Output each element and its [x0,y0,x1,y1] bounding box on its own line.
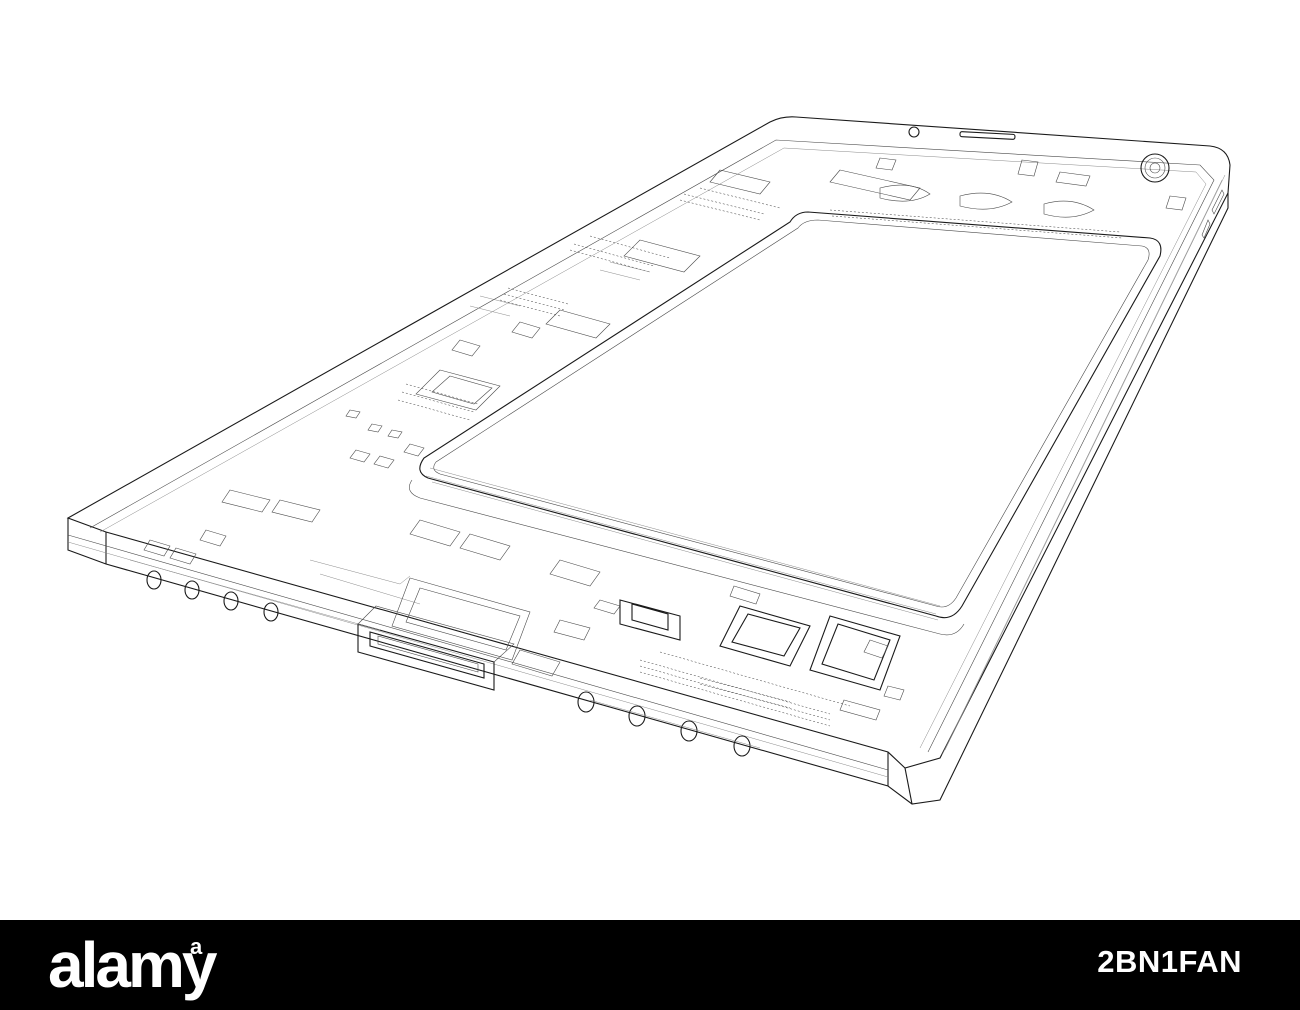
logo-text: alamy [48,929,217,1001]
smartphone-wireframe-drawing [66,116,1231,805]
stock-image-id: 2BN1FAN [1097,944,1242,979]
circuit-board-components [345,157,1187,469]
speaker-grille-left [146,570,279,622]
earpiece-speaker [959,131,1016,140]
front-camera [908,126,920,138]
logo-mark-icon: a [190,934,203,959]
usb-port [357,605,515,691]
footer-bar: alamy a 2BN1FAN [0,920,1300,1010]
bottom-board-components [129,489,905,749]
speaker-grille-right [577,691,751,757]
battery-outline [419,211,1162,619]
watermark-logo: alamy [48,929,217,1001]
phone-body-outline [66,116,1231,769]
phone-front-edge [67,193,1229,805]
